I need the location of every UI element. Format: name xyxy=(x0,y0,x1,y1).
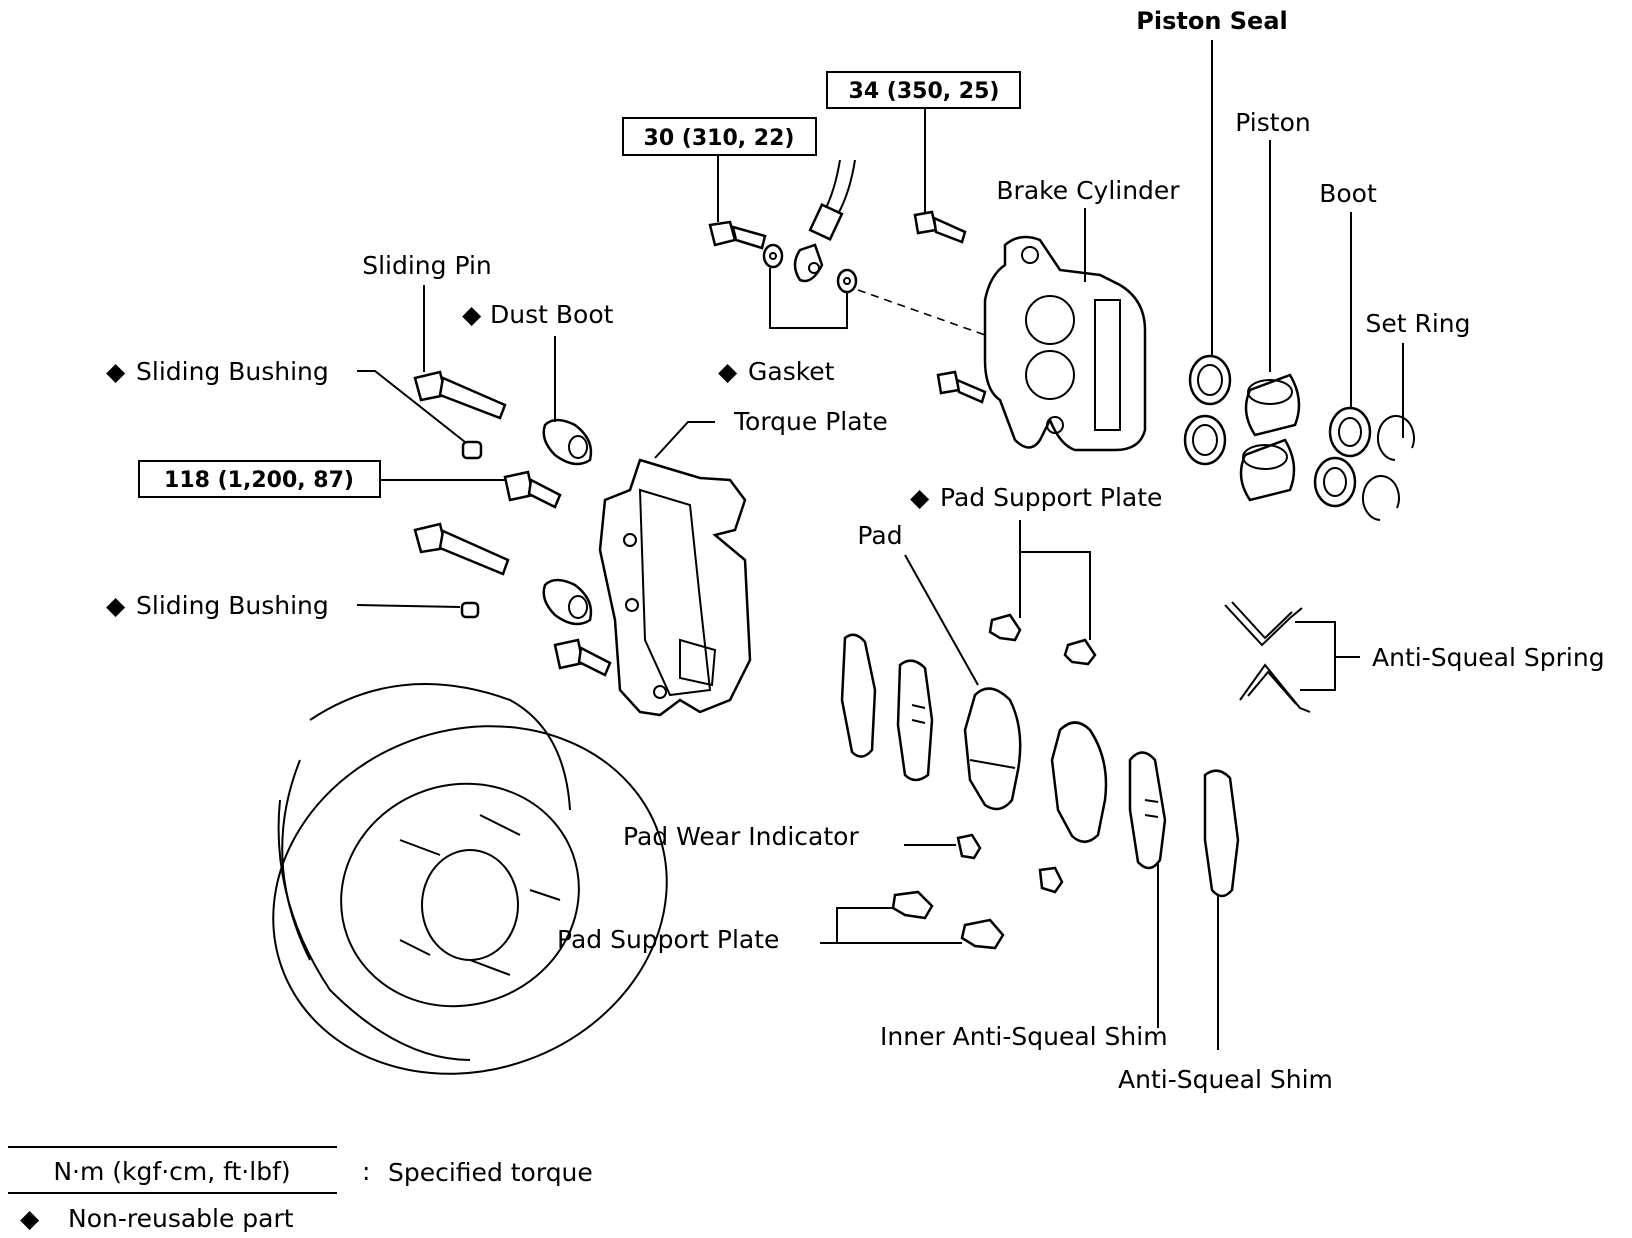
boot-part xyxy=(1313,406,1372,508)
legend-unit: N·m (kgf·cm, ft·lbf) xyxy=(53,1157,290,1186)
legend-marker: ◆ xyxy=(20,1204,40,1233)
label-dust-boot: Dust Boot xyxy=(490,300,614,329)
label-brake-cylinder: Brake Cylinder xyxy=(996,176,1180,205)
marker-sliding-bushing-upper: ◆ xyxy=(106,357,126,386)
label-boot: Boot xyxy=(1319,179,1377,208)
legend-torque-meaning: Specified torque xyxy=(388,1158,593,1187)
legend-separator: : xyxy=(362,1157,370,1186)
brake-hose-part xyxy=(793,159,856,283)
legend-non-reusable: Non-reusable part xyxy=(68,1204,294,1233)
label-sliding-bushing-lower: Sliding Bushing xyxy=(136,591,329,620)
small-clip-part xyxy=(1038,866,1064,894)
label-anti-squeal-shim: Anti-Squeal Shim xyxy=(1118,1065,1333,1094)
label-piston-seal: Piston Seal xyxy=(1136,7,1288,35)
pad-part xyxy=(963,687,1022,811)
torque-30-text: 30 (310, 22) xyxy=(644,126,795,151)
torque-34-text: 34 (350, 25) xyxy=(849,79,1000,104)
torque-118-text: 118 (1,200, 87) xyxy=(164,468,354,493)
label-sliding-bushing-upper: Sliding Bushing xyxy=(136,357,329,386)
piston-seal-part xyxy=(1183,354,1232,466)
label-pad-support-plate-lower: Pad Support Plate xyxy=(557,925,779,954)
pad-wear-indicator-part xyxy=(956,833,982,860)
label-inner-anti-squeal-shim: Inner Anti-Squeal Shim xyxy=(880,1022,1168,1051)
label-pad: Pad xyxy=(857,521,902,550)
pad-support-plate-upper-part xyxy=(988,613,1097,666)
torque-box-30: 30 (310, 22) xyxy=(622,117,817,156)
set-ring-part xyxy=(1362,415,1415,521)
dust-boot-part xyxy=(542,418,593,626)
marker-sliding-bushing-lower: ◆ xyxy=(106,591,126,620)
legend: N·m (kgf·cm, ft·lbf) : Specified torque … xyxy=(8,1146,593,1233)
label-gasket: Gasket xyxy=(748,357,835,386)
marker-dust-boot: ◆ xyxy=(462,300,482,329)
anti-squeal-shim-left-part xyxy=(840,633,877,758)
label-pad-support-plate-upper: Pad Support Plate xyxy=(940,483,1162,512)
anti-squeal-spring-part xyxy=(1224,601,1311,713)
label-pad-wear-indicator: Pad Wear Indicator xyxy=(623,822,859,851)
torque-box-34: 34 (350, 25) xyxy=(826,71,1021,109)
label-torque-plate: Torque Plate xyxy=(733,407,888,436)
label-anti-squeal-spring: Anti-Squeal Spring xyxy=(1372,643,1605,672)
marker-pad-support-plate-upper: ◆ xyxy=(910,483,930,512)
anti-squeal-shim-part xyxy=(1203,769,1240,898)
union-bolt-part xyxy=(708,210,987,404)
sliding-bushing-part xyxy=(460,440,483,619)
sliding-pin-part xyxy=(413,370,510,576)
inner-anti-squeal-shim-part xyxy=(1128,751,1167,870)
leader-lines xyxy=(356,40,1404,1050)
pad-right-part xyxy=(1050,721,1108,843)
torque-plate-part xyxy=(598,458,752,717)
piston-part xyxy=(1239,373,1301,502)
label-sliding-pin: Sliding Pin xyxy=(362,251,492,280)
marker-gasket: ◆ xyxy=(718,357,738,386)
torque-box-118: 118 (1,200, 87) xyxy=(138,460,381,498)
brake-cylinder-part xyxy=(983,235,1147,452)
torque-plate-bolt-part xyxy=(503,470,612,677)
label-piston: Piston xyxy=(1235,108,1310,137)
inner-shim-left-part xyxy=(896,659,934,782)
disc-rotor-part xyxy=(272,683,668,1075)
pad-support-plate-lower-part xyxy=(891,890,1005,950)
label-set-ring: Set Ring xyxy=(1365,309,1470,338)
